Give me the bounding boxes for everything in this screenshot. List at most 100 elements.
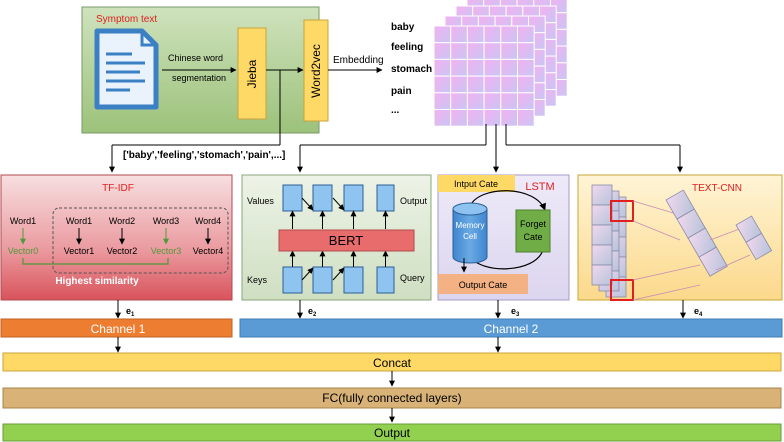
matrix-cell: [483, 42, 502, 60]
matrix-cell: [433, 42, 452, 60]
bert-value-cell: [343, 184, 364, 212]
channel-2-bar: [239, 318, 783, 338]
textcnn-title: TEXT-CNN: [692, 183, 742, 194]
bert-key-cell: [343, 266, 364, 294]
tfidf-left-vector: Vector0: [8, 246, 39, 256]
word-baby: baby: [391, 22, 415, 33]
tfidf-vector: Vector1: [64, 246, 95, 256]
matrix-cell: [433, 58, 452, 77]
fc-label: FC(fully connected layers): [322, 391, 461, 405]
cnn-feature-cell: [698, 246, 728, 277]
matrix-cell: [433, 75, 452, 94]
matrix-cell: [466, 25, 485, 44]
lstm-title: LSTM: [525, 181, 554, 193]
bert-key-cell: [312, 266, 333, 294]
lstm-forget-gate: [515, 209, 551, 253]
matrix-cell: [450, 75, 468, 94]
word-stomach: stomach: [391, 64, 432, 75]
lstm-panel: Intput Cate LSTM Memory Cell Forget Cate…: [437, 174, 570, 301]
symptom-panel: Symptom text Chinese word segmentation J…: [81, 6, 320, 134]
word-ellipsis: ...: [391, 105, 400, 116]
matrix-cell: [466, 92, 485, 111]
lstm-output-gate-label: Output Cate: [459, 280, 508, 290]
channel-1-bar: [0, 318, 233, 338]
matrix-cell: [517, 42, 535, 60]
memory-cell-label-2: Cell: [463, 232, 477, 241]
matrix-cell: [433, 92, 452, 111]
matrix-cell: [466, 109, 485, 127]
cnn-input-cell: [591, 184, 613, 206]
word-pain: pain: [391, 86, 412, 97]
matrix-cell: [433, 109, 452, 127]
memory-cell-label-1: Memory: [456, 221, 485, 230]
segmentation-label-2: segmentation: [172, 73, 226, 83]
edge-e4: e4: [694, 306, 703, 318]
matrix-cell: [500, 75, 518, 94]
embedding-matrix-stack: [433, 0, 568, 127]
tfidf-vector: Vector2: [107, 246, 138, 256]
concat-label: Concat: [373, 356, 412, 370]
embedding-label: Embedding: [333, 55, 384, 66]
edge-e2: e2: [308, 306, 317, 318]
edge-e3: e3: [511, 306, 520, 318]
matrix-cell: [466, 58, 485, 77]
tfidf-word: Word3: [153, 216, 179, 226]
cnn-filter-top: [610, 200, 634, 222]
matrix-cell: [483, 25, 502, 44]
word-feeling: feeling: [391, 42, 423, 53]
segmentation-label-1: Chinese word: [168, 53, 223, 63]
matrix-cell: [483, 75, 502, 94]
matrix-cell: [433, 25, 452, 44]
word-list: baby feeling stomach pain ...: [391, 22, 432, 116]
word2vec-box: [303, 19, 329, 122]
document-icon: [94, 28, 159, 110]
output-label: Output: [374, 426, 411, 440]
channel-2-label: Channel 2: [484, 322, 539, 336]
matrix-layer: [433, 25, 535, 127]
cnn-pooled-vector: [735, 215, 773, 261]
matrix-cell: [466, 42, 485, 60]
matrix-cell: [500, 92, 518, 111]
matrix-cell: [500, 58, 518, 77]
word2vec-label: Word2vec: [309, 44, 323, 98]
bert-values-label: Values: [247, 196, 274, 206]
tfidf-panel: TF-IDF Word1 Vector0 Word1Vector1Word2Ve…: [0, 174, 233, 301]
bert-output-cell: [376, 184, 395, 212]
cnn-input-cell: [591, 244, 613, 266]
textcnn-panel: TEXT-CNN: [577, 174, 783, 301]
matrix-cell: [450, 58, 468, 77]
cnn-input-cell: [591, 204, 613, 226]
matrix-cell: [517, 92, 535, 111]
matrix-cell: [450, 42, 468, 60]
edge-e1: e1: [126, 306, 135, 318]
output-bar: [2, 423, 782, 442]
symptom-title: Symptom text: [96, 14, 157, 25]
tfidf-vector: Vector3: [151, 246, 182, 256]
tfidf-word: Word2: [109, 216, 135, 226]
memory-cell: Memory Cell: [452, 202, 488, 264]
bert-query-cell: [376, 266, 395, 294]
lstm-forget-gate-label-2: Cate: [523, 232, 542, 242]
cnn-feature-map: [665, 189, 728, 277]
matrix-cell: [450, 92, 468, 111]
matrix-cell: [500, 42, 518, 60]
tfidf-word: Word1: [66, 216, 92, 226]
matrix-cell: [500, 109, 518, 127]
tfidf-word: Word4: [195, 216, 221, 226]
tfidf-title: TF-IDF: [102, 183, 134, 194]
matrix-cell: [450, 109, 468, 127]
bert-query-label: Query: [400, 273, 425, 283]
matrix-cell: [483, 109, 502, 127]
jieba-box: [237, 27, 267, 120]
matrix-cell: [483, 92, 502, 111]
cnn-pooled-cell: [745, 232, 773, 261]
matrix-cell: [517, 25, 535, 44]
bert-panel: Values Keys Output Query BERT: [241, 174, 432, 301]
jieba-label: Jieba: [245, 59, 259, 88]
lstm-output-gate: [438, 274, 528, 294]
bert-key-cell: [282, 266, 303, 294]
tfidf-vector: Vector4: [193, 246, 224, 256]
bert-value-cell: [312, 184, 333, 212]
lstm-input-gate: [438, 175, 515, 192]
